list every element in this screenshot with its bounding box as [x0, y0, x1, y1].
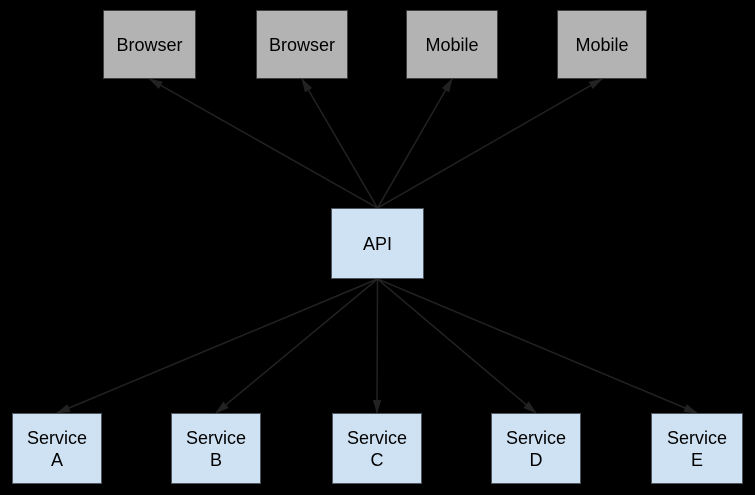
node-label-service-a: Service — [26, 427, 88, 448]
node-browser-2: Browser — [256, 10, 348, 79]
edge-api-to-service-b — [215, 278, 378, 414]
node-label-service-c: Service — [346, 427, 408, 448]
node-mobile-1: Mobile — [406, 10, 498, 79]
node-label-mobile-2: Mobile — [575, 34, 629, 55]
node-label-service-e: Service — [666, 427, 728, 448]
node-label-browser-2: Browser — [268, 34, 335, 55]
node-browser-1: Browser — [103, 10, 196, 79]
edge-api-to-mobile-1 — [376, 78, 453, 209]
edge-api-to-service-c — [372, 278, 382, 414]
node-api: API — [331, 208, 424, 279]
node-label-service-d: D — [529, 449, 543, 470]
node-mobile-2: Mobile — [557, 10, 647, 79]
edge-api-to-browser-2 — [301, 78, 379, 209]
node-label-service-b: B — [209, 449, 222, 470]
edge-api-to-service-a — [56, 278, 378, 414]
edge-api-to-service-d — [377, 278, 537, 414]
node-label-mobile-1: Mobile — [425, 34, 479, 55]
node-label-service-c: C — [370, 449, 384, 470]
edge-api-to-browser-1 — [148, 78, 378, 209]
node-label-service-b: Service — [185, 427, 247, 448]
node-label-service-a: A — [50, 449, 63, 470]
edge-api-to-service-e — [377, 278, 698, 414]
node-label-service-d: Service — [505, 427, 567, 448]
edge-api-to-mobile-2 — [377, 78, 603, 209]
node-label-browser-1: Browser — [116, 34, 183, 55]
node-label-service-e: E — [690, 449, 703, 470]
node-label-api: API — [362, 233, 392, 254]
